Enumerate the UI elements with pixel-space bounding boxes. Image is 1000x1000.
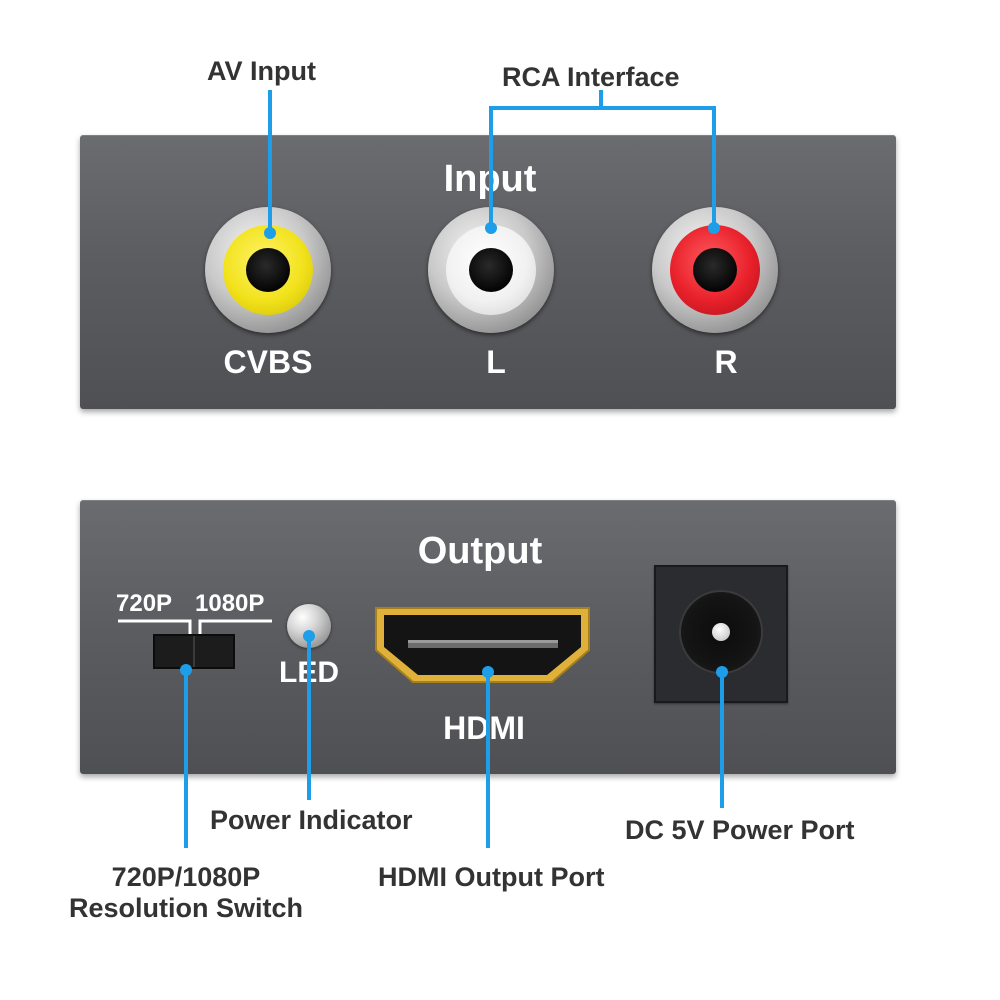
audio-right-label: R (714, 344, 738, 380)
hdmi-label: HDMI (443, 710, 525, 746)
rca-interface-callout: RCA Interface (502, 62, 680, 92)
output-panel-title: Output (417, 530, 543, 572)
switch-720p-label: 720P (116, 590, 173, 617)
resolution-switch-divider (193, 636, 195, 667)
led-indicator (287, 604, 331, 648)
audio-left-label: L (486, 344, 506, 380)
switch-1080p-label: 1080P (195, 590, 265, 617)
audio-right-jack (652, 207, 778, 333)
dc-pin (712, 623, 730, 641)
cvbs-label: CVBS (223, 344, 313, 380)
audio-left-jack-hole (469, 248, 513, 292)
dc-socket (681, 592, 761, 672)
cvbs-jack-hole (246, 248, 290, 292)
resolution-switch-callout: 720P/1080P Resolution Switch (60, 862, 312, 924)
cvbs-jack (205, 207, 331, 333)
hdmi-output-callout: HDMI Output Port (378, 862, 605, 892)
power-indicator-callout: Power Indicator (210, 805, 413, 835)
dc-power-jack (654, 565, 788, 703)
audio-left-jack (428, 207, 554, 333)
dc-power-callout: DC 5V Power Port (625, 815, 855, 845)
input-panel-title: Input (443, 158, 537, 200)
resolution-switch-callout-line2: Resolution Switch (68, 893, 303, 923)
hdmi-port (375, 607, 590, 683)
resolution-switch (153, 634, 235, 669)
audio-right-jack-hole (693, 248, 737, 292)
av-input-callout: AV Input (207, 56, 316, 86)
resolution-switch-callout-line1: 720P/1080P (111, 862, 261, 892)
